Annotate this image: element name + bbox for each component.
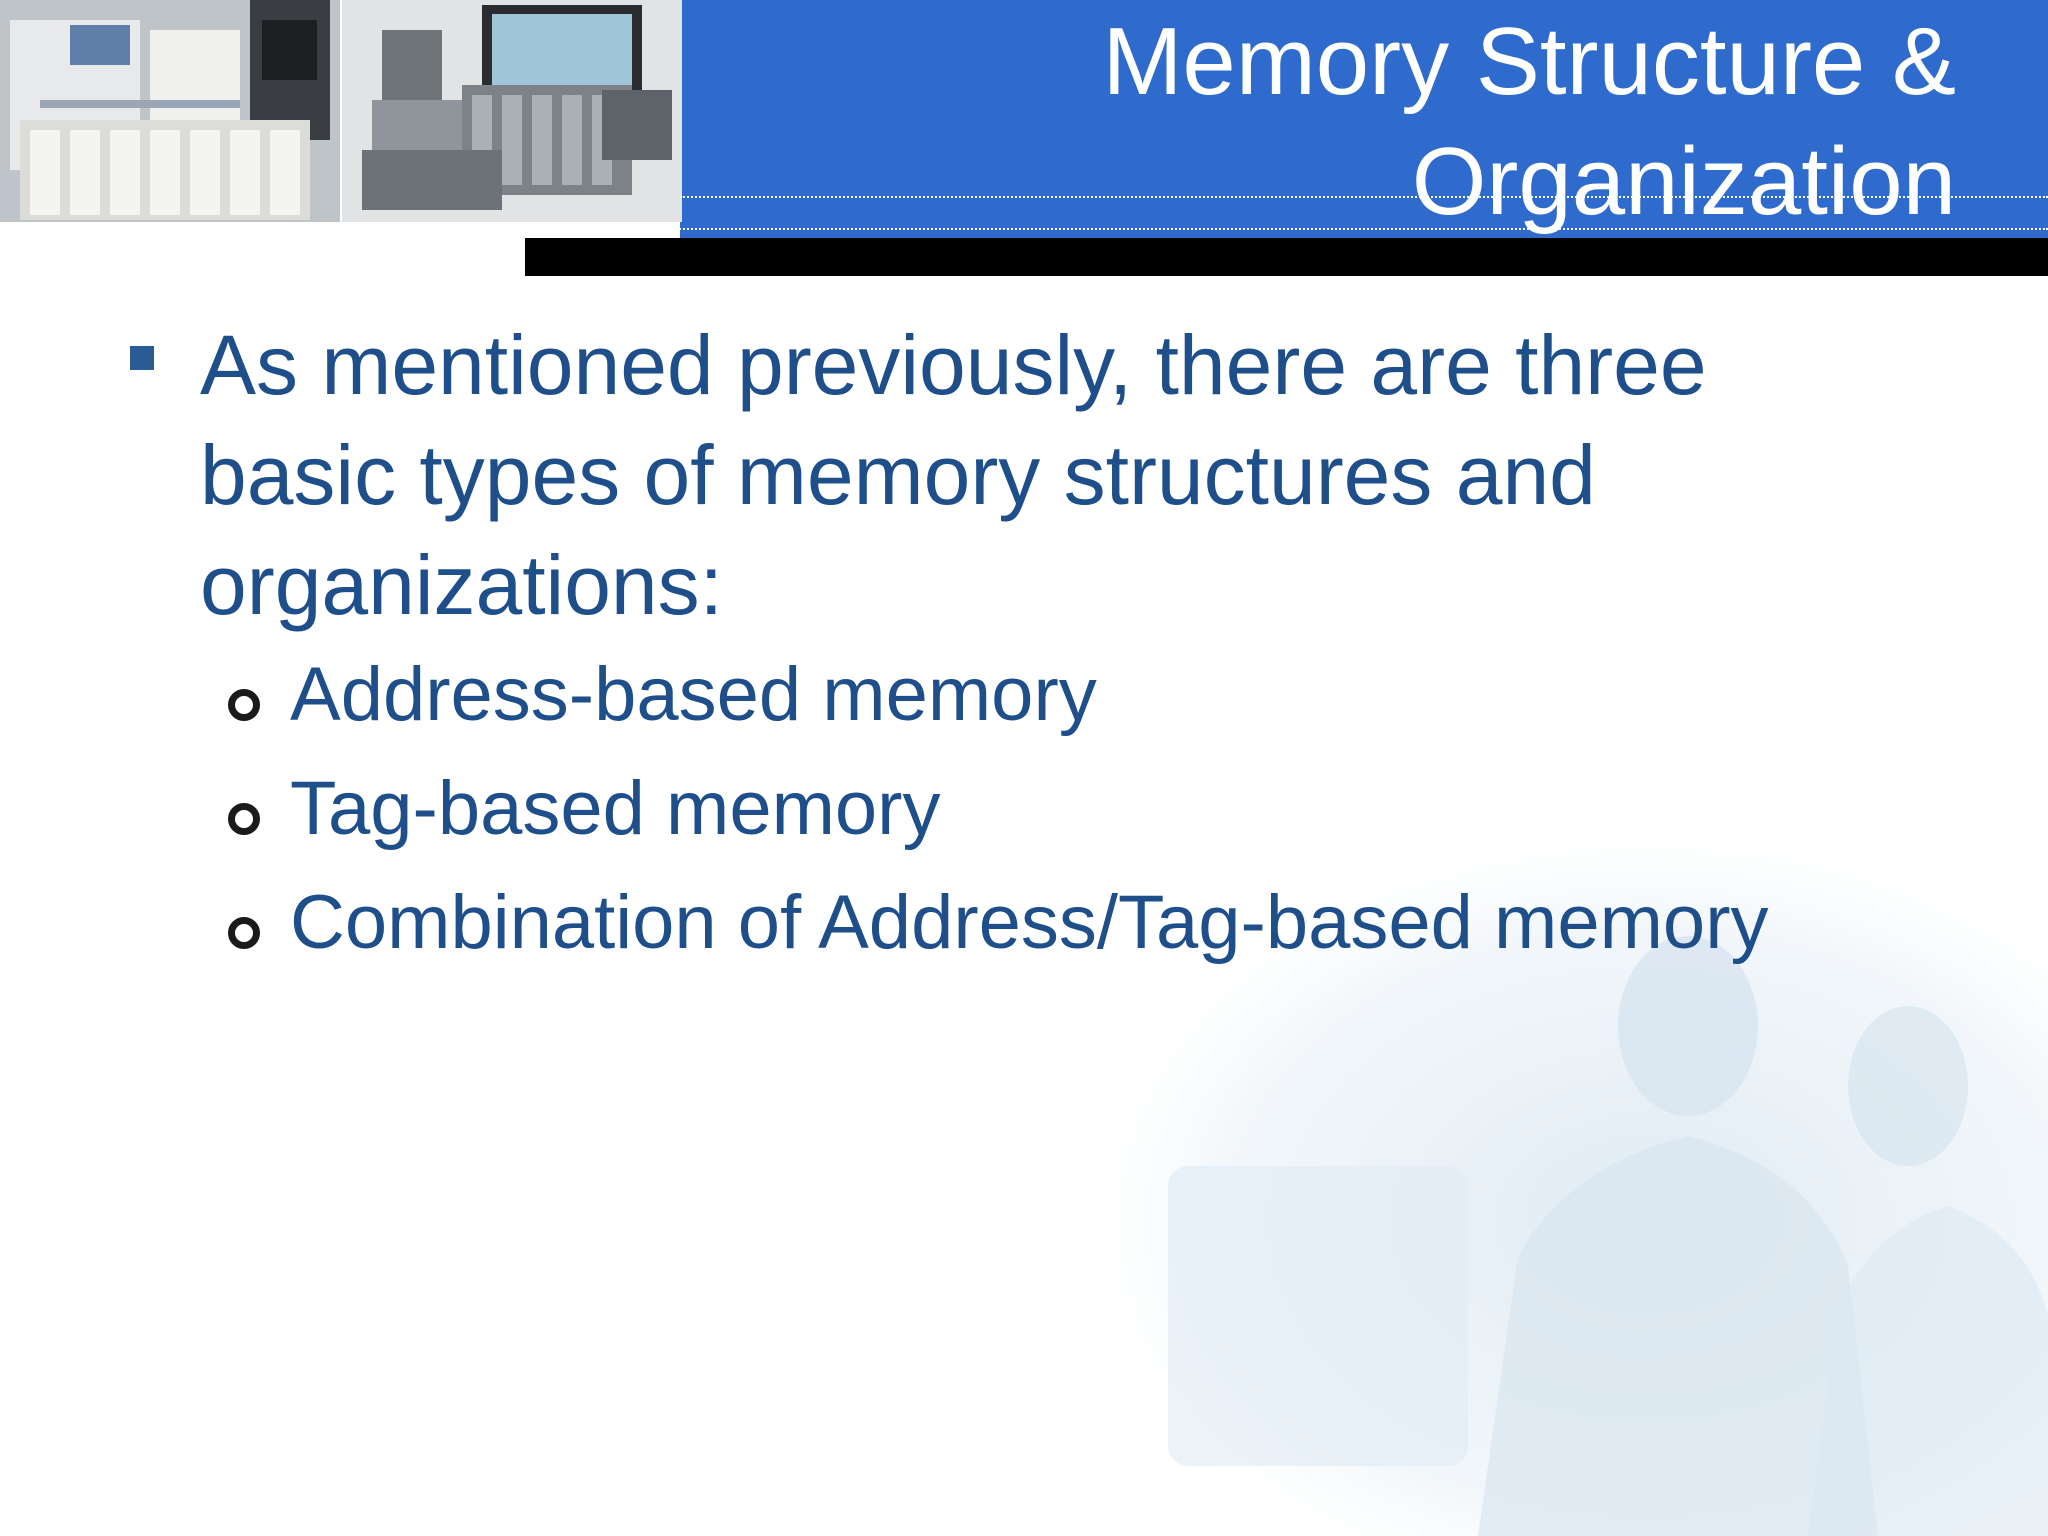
circle-bullet-icon	[228, 917, 260, 949]
header-dotted-rule	[680, 196, 2048, 198]
list-item: Combination of Address/Tag-based memory	[0, 873, 2000, 973]
plc-product-photo-left	[0, 0, 340, 222]
header-dotted-rule-lower	[0, 228, 2048, 230]
slide-title-line-1: Memory Structure &	[1102, 8, 1956, 115]
circle-bullet-icon	[228, 803, 260, 835]
plc-product-photo-right	[342, 0, 682, 222]
sub-bullet-text: Address-based memory	[290, 652, 1097, 737]
list-item: Address-based memory	[0, 645, 2000, 745]
slide-title: Memory Structure & Organization	[1102, 2, 1956, 242]
square-bullet-icon	[130, 346, 154, 370]
slide-title-line-2: Organization	[1411, 128, 1956, 235]
sub-bullet-text: Tag-based memory	[290, 766, 941, 851]
watermark-image	[1048, 836, 2048, 1536]
slide-header: Memory Structure & Organization	[0, 0, 2048, 238]
circle-bullet-icon	[228, 689, 260, 721]
sub-bullet-text: Combination of Address/Tag-based memory	[290, 880, 1769, 965]
header-accent-bar	[525, 238, 2048, 276]
main-bullet-text: As mentioned previously, there are three…	[200, 318, 1707, 632]
list-item: Tag-based memory	[0, 759, 2000, 859]
header-band	[680, 0, 2048, 238]
